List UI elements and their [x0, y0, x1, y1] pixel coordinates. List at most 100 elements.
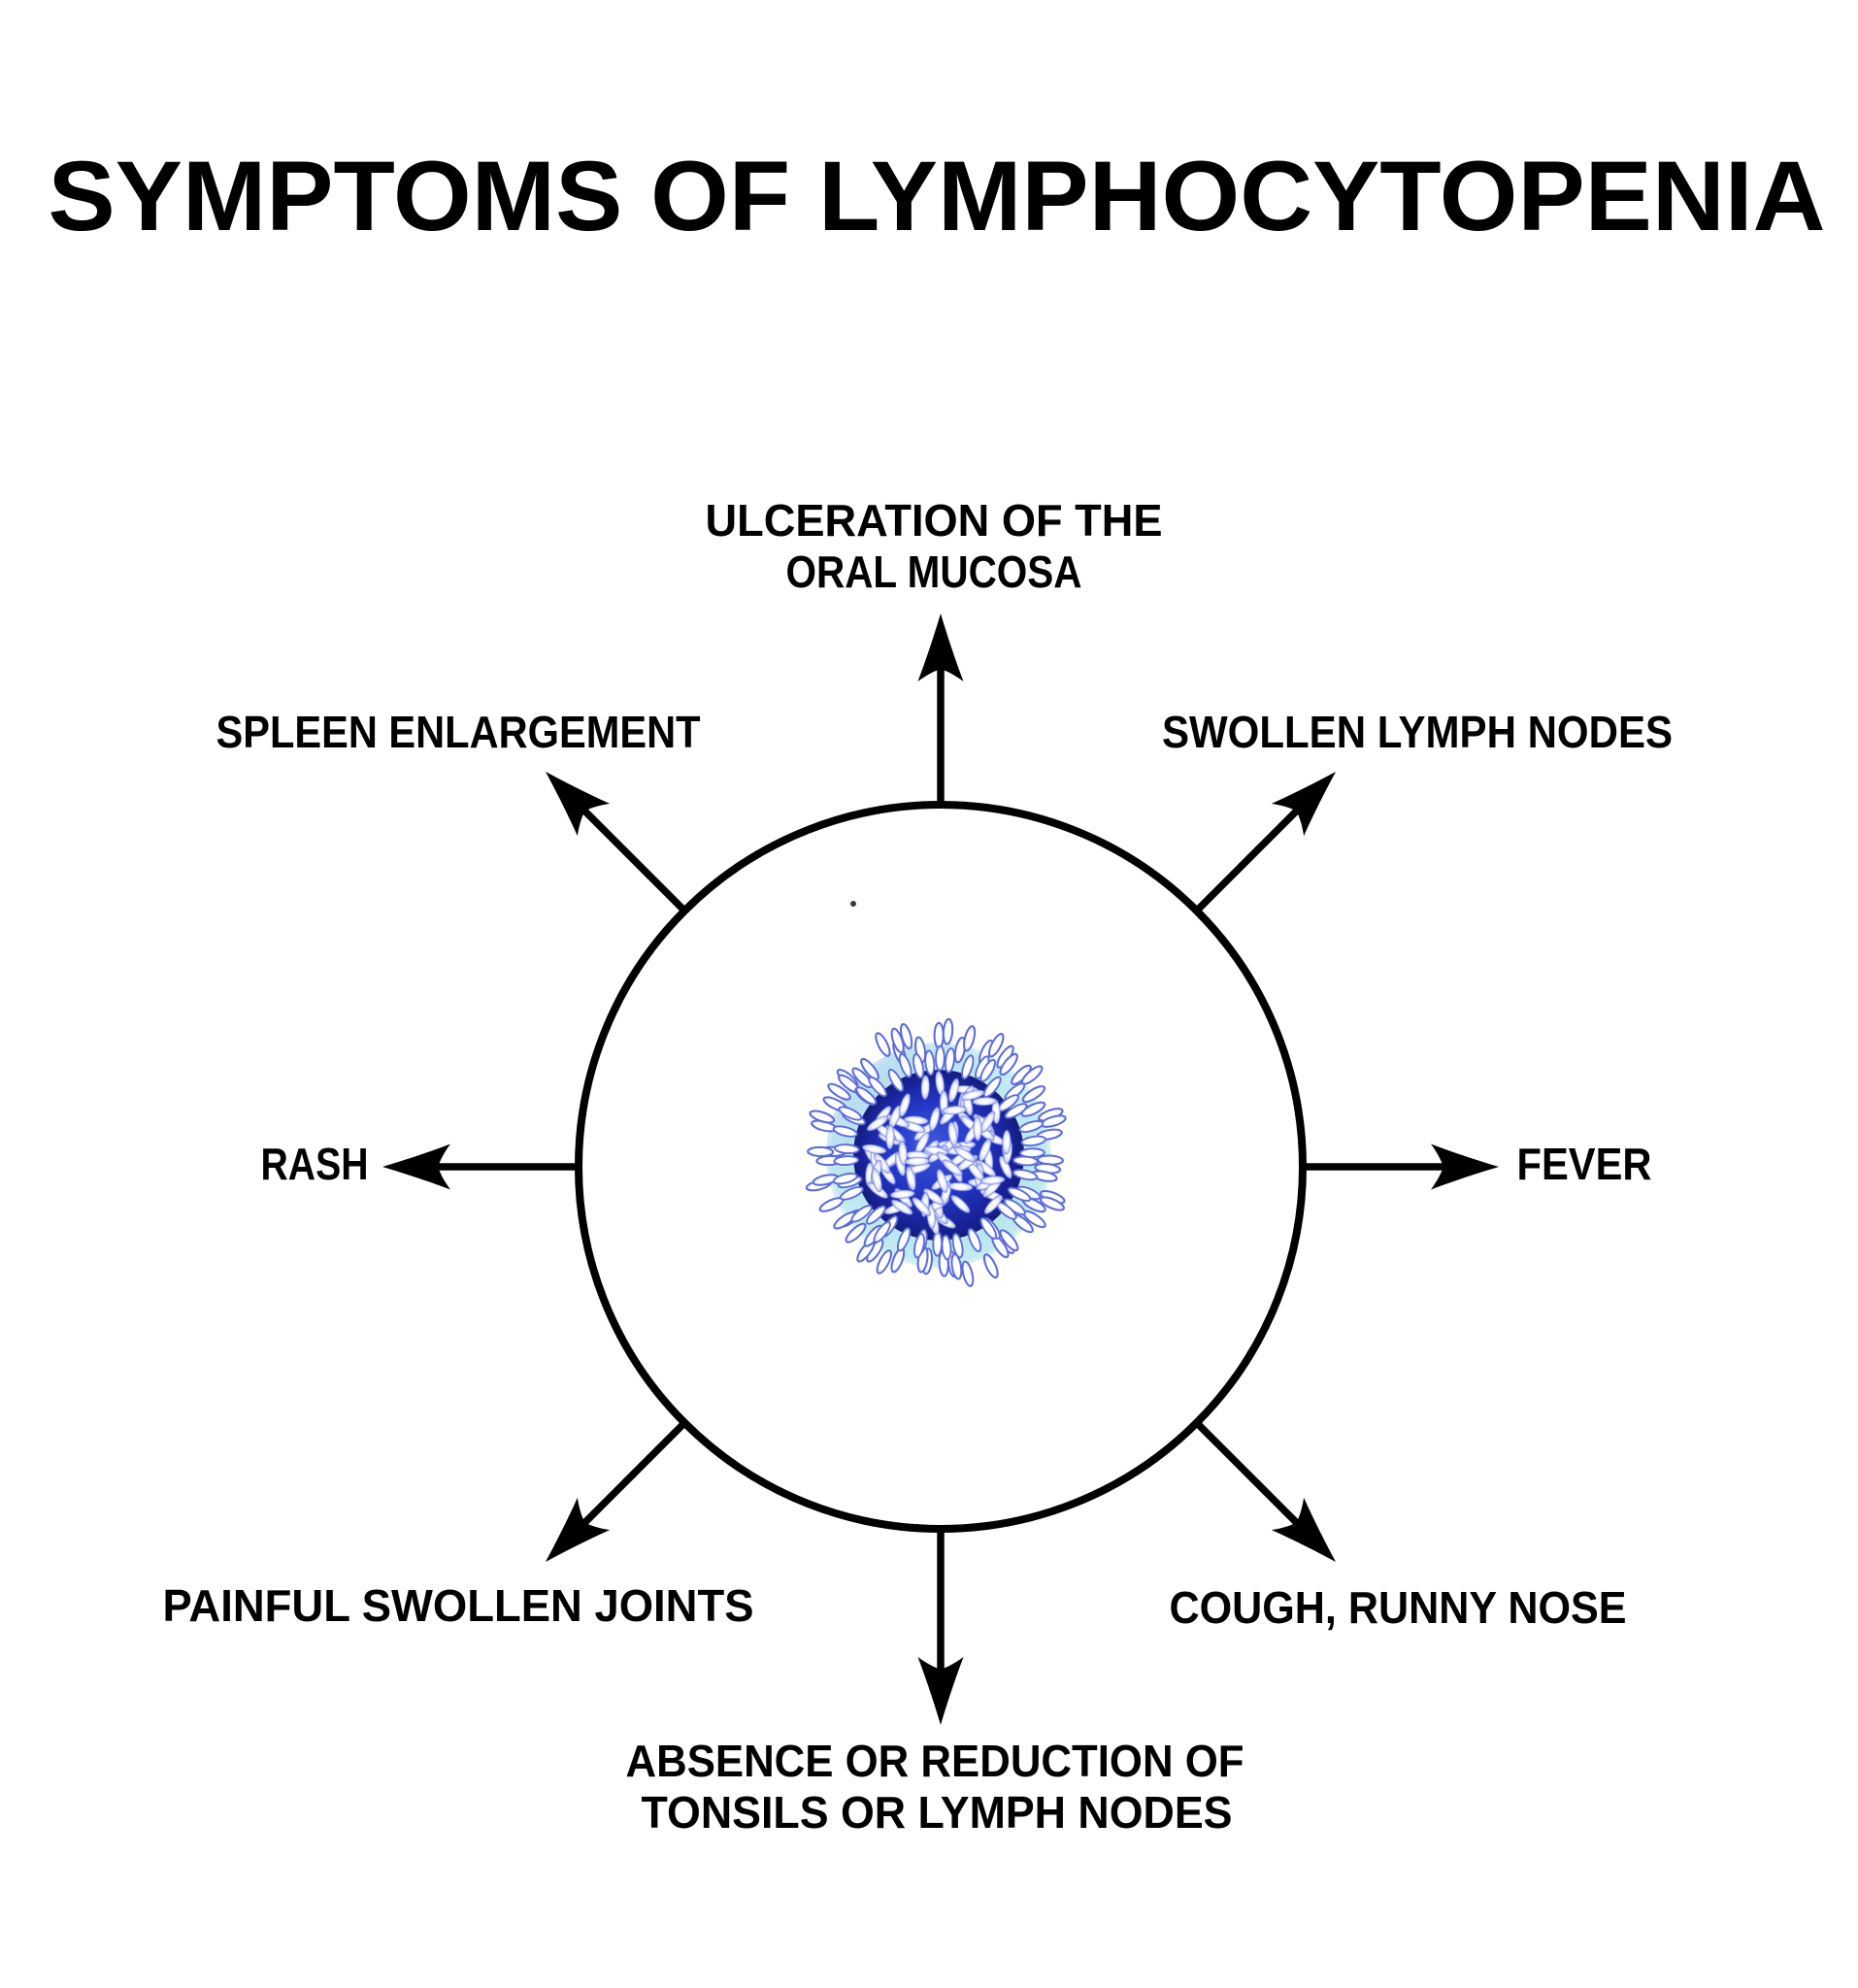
label-spleen-enlargement: SPLEEN ENLARGEMENT: [216, 707, 701, 757]
cell-granule: [905, 1166, 916, 1191]
cell-granule: [961, 1054, 975, 1080]
cell-granule: [851, 1067, 873, 1089]
cell-granule: [999, 1229, 1019, 1252]
cell-granule: [947, 1121, 958, 1147]
cell-granule: [1012, 1169, 1039, 1181]
cell-granule: [913, 1233, 925, 1259]
cell-granule: [896, 1227, 912, 1252]
cell-granule: [963, 1025, 977, 1052]
cell-granule: [904, 1156, 930, 1167]
cell-granule: [972, 1096, 998, 1107]
cell-granule: [887, 1069, 905, 1092]
cell-granule: [868, 1076, 887, 1098]
cell-granule: [807, 1145, 835, 1158]
cell-granule: [898, 1140, 908, 1167]
arrow-down-left: [529, 1420, 687, 1578]
cell-granule: [961, 1260, 975, 1287]
cell-granule: [833, 1155, 860, 1166]
cell-granule: [871, 1167, 882, 1193]
label-ulceration-line2: ORAL MUCOSA: [786, 547, 1082, 597]
label-ulceration-line1: ULCERATION OF THE: [706, 495, 1163, 546]
cell-granule: [947, 1077, 960, 1103]
cell-granule: [838, 1106, 863, 1121]
lymphocyte-illustration: [805, 1017, 1067, 1287]
cell-granule: [979, 1058, 996, 1082]
cell-granule: [928, 1107, 941, 1132]
cell-granule: [875, 1032, 891, 1057]
cell-granule: [1021, 1085, 1046, 1104]
cell-granule: [1007, 1186, 1032, 1203]
arrow-up-right: [1194, 755, 1352, 913]
cell-granule: [832, 1125, 858, 1138]
cell-granule: [1039, 1196, 1065, 1211]
cell-granule: [1019, 1147, 1045, 1159]
cell-granule: [899, 1023, 913, 1050]
cell-granule: [912, 1053, 925, 1079]
arrow-down: [917, 1529, 964, 1725]
cell-granule: [832, 1173, 858, 1185]
cell-granule: [933, 1021, 945, 1049]
cell-granule: [898, 1092, 912, 1118]
cell-granule: [922, 1188, 945, 1206]
cell-granule: [861, 1143, 887, 1155]
cell-granule: [876, 1249, 892, 1275]
cell-granule: [960, 1089, 985, 1101]
cell-granule: [951, 1233, 964, 1259]
cell-granule: [944, 1047, 956, 1074]
arrow-right: [1303, 1143, 1499, 1190]
cell-granule: [940, 1180, 952, 1207]
cell-granule: [979, 1175, 1006, 1185]
cell-granule: [889, 1189, 915, 1200]
label-cough-runny-nose: COUGH, RUNNY NOSE: [1170, 1582, 1627, 1633]
label-swollen-lymph-nodes: SWOLLEN LYMPH NODES: [1162, 707, 1673, 757]
cell-granule: [978, 1138, 992, 1162]
cell-granules: [805, 1017, 1067, 1287]
cell-granule: [982, 1076, 1002, 1098]
label-fever: FEVER: [1517, 1139, 1652, 1189]
cell-granule: [865, 1205, 886, 1225]
cell-granule: [1018, 1120, 1045, 1133]
arrow-left: [382, 1143, 579, 1190]
cell-granule: [912, 1197, 932, 1217]
arrow-up: [917, 613, 964, 805]
cell-granule: [860, 1057, 879, 1081]
cell-granule: [1020, 1135, 1046, 1147]
cell-granule: [1002, 1129, 1012, 1155]
cell-granule: [1020, 1101, 1046, 1117]
cell-granule: [950, 1194, 971, 1213]
arrow-down-right: [1194, 1420, 1352, 1578]
cell-granule: [979, 1110, 996, 1134]
cell-granule: [1004, 1103, 1028, 1119]
label-absence-line1: ABSENCE OR REDUCTION OF: [626, 1736, 1244, 1786]
cell-granule: [942, 1105, 968, 1115]
cell-granule: [845, 1222, 867, 1243]
label-absence-line2: TONSILS OR LYMPH NODES: [642, 1787, 1233, 1838]
cell-granule: [987, 1032, 1005, 1058]
cell-granule: [942, 1159, 963, 1176]
cell-granule: [953, 1036, 967, 1064]
cell-granule: [953, 1146, 977, 1163]
cell-granule: [982, 1253, 999, 1279]
cell-granule: [979, 1216, 998, 1240]
label-rash: RASH: [261, 1139, 369, 1189]
cell-granule: [983, 1194, 1004, 1215]
cell-granule: [885, 1124, 895, 1150]
cell-granule: [809, 1110, 836, 1124]
cell-granule: [855, 1086, 878, 1106]
cell-granule: [942, 1017, 954, 1045]
cell-granule: [932, 1230, 944, 1257]
cell-granule: [924, 1049, 936, 1077]
cell-granule: [898, 1052, 912, 1078]
cell-granule: [890, 1199, 913, 1215]
cell-granule: [920, 1075, 931, 1101]
cell-granule: [850, 1205, 873, 1223]
cell-granule: [998, 1155, 1012, 1179]
arrow-up-left: [529, 755, 687, 913]
cell-granule: [866, 1115, 889, 1132]
cell-granule: [950, 1252, 963, 1280]
label-painful-swollen-joints: PAINFUL SWOLLEN JOINTS: [163, 1580, 754, 1631]
cell-granule: [967, 1227, 982, 1253]
cell-granule: [839, 1185, 864, 1201]
